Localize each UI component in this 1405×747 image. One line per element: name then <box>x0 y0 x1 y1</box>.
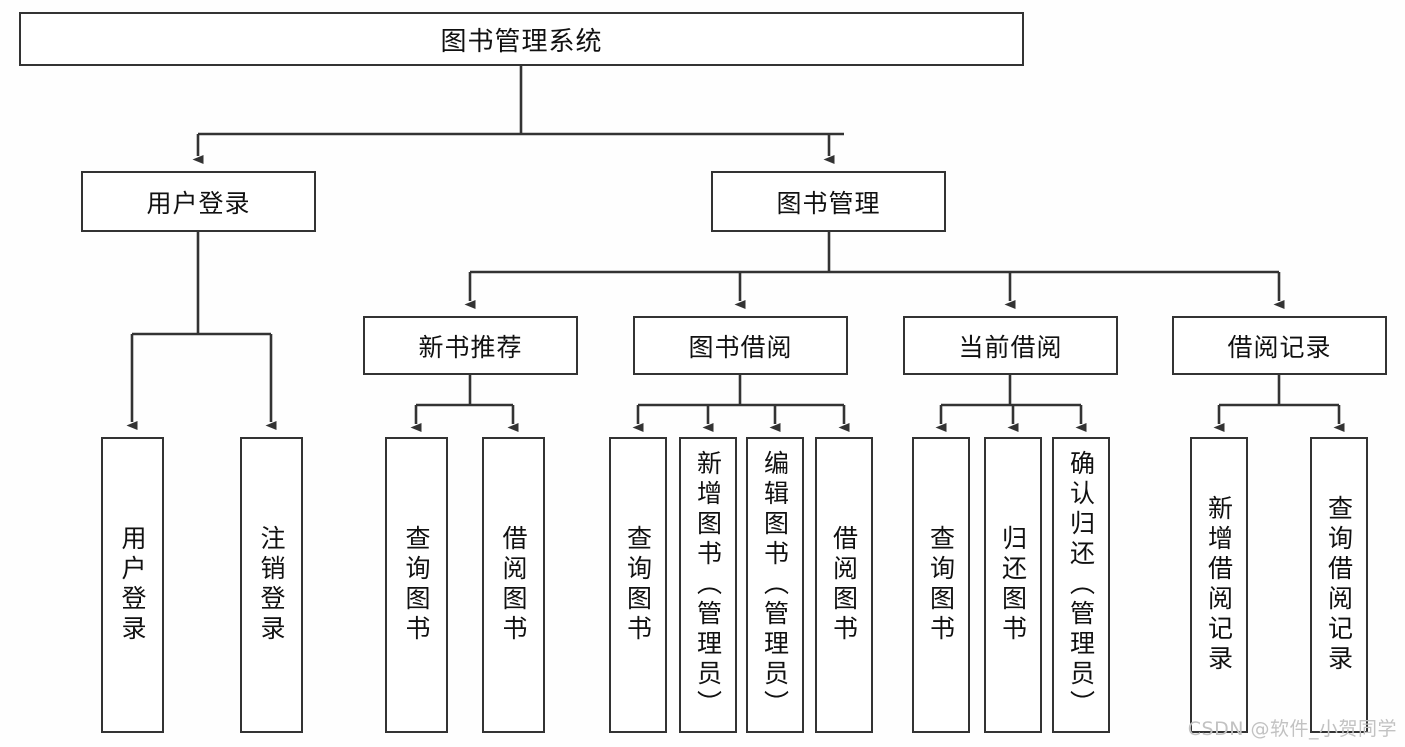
leaf-new-book-borrow-label: 借阅图书 <box>499 525 528 645</box>
leaf-record-add-label: 新增借阅记录 <box>1204 495 1234 675</box>
leaf-borrow-edit-book[interactable]: 编辑图书（管理员） <box>746 437 804 733</box>
leaf-current-confirm-return[interactable]: 确认归还（管理员） <box>1052 437 1110 733</box>
node-borrow-record[interactable]: 借阅记录 <box>1172 316 1387 375</box>
node-current-borrow-label: 当前借阅 <box>958 332 1063 362</box>
leaf-borrow-edit-book-label: 编辑图书（管理员） <box>760 450 790 720</box>
node-root-label: 图书管理系统 <box>440 26 603 57</box>
leaf-record-query[interactable]: 查询借阅记录 <box>1310 437 1368 733</box>
node-borrow-record-label: 借阅记录 <box>1227 332 1332 362</box>
leaf-current-return-book-label: 归还图书 <box>998 525 1028 645</box>
leaf-current-query-book-label: 查询图书 <box>926 525 956 645</box>
node-book-management[interactable]: 图书管理 <box>711 171 946 232</box>
leaf-new-book-query[interactable]: 查询图书 <box>385 437 448 733</box>
leaf-current-confirm-return-label: 确认归还（管理员） <box>1066 450 1096 720</box>
leaf-record-query-label: 查询借阅记录 <box>1324 495 1354 675</box>
leaf-borrow-query-book[interactable]: 查询图书 <box>609 437 667 733</box>
leaf-borrow-borrow-book-label: 借阅图书 <box>829 525 859 645</box>
leaf-user-login-label: 用户登录 <box>118 525 147 645</box>
leaf-borrow-query-book-label: 查询图书 <box>623 525 653 645</box>
node-user-login[interactable]: 用户登录 <box>81 171 316 232</box>
node-new-book-recommend-label: 新书推荐 <box>418 332 523 362</box>
watermark-text: CSDN @软件_小贺同学 <box>1187 718 1397 740</box>
node-new-book-recommend[interactable]: 新书推荐 <box>363 316 578 375</box>
leaf-borrow-borrow-book[interactable]: 借阅图书 <box>815 437 873 733</box>
node-book-borrow-label: 图书借阅 <box>688 332 793 362</box>
leaf-user-logout[interactable]: 注销登录 <box>240 437 303 733</box>
node-current-borrow[interactable]: 当前借阅 <box>903 316 1118 375</box>
leaf-current-query-book[interactable]: 查询图书 <box>912 437 970 733</box>
node-user-login-label: 用户登录 <box>146 188 251 218</box>
node-root[interactable]: 图书管理系统 <box>19 12 1024 66</box>
leaf-current-return-book[interactable]: 归还图书 <box>984 437 1042 733</box>
leaf-record-add[interactable]: 新增借阅记录 <box>1190 437 1248 733</box>
leaf-borrow-add-book-label: 新增图书（管理员） <box>693 450 723 720</box>
leaf-new-book-borrow[interactable]: 借阅图书 <box>482 437 545 733</box>
leaf-user-login[interactable]: 用户登录 <box>101 437 164 733</box>
leaf-user-logout-label: 注销登录 <box>257 525 286 645</box>
node-book-borrow[interactable]: 图书借阅 <box>633 316 848 375</box>
leaf-borrow-add-book[interactable]: 新增图书（管理员） <box>679 437 737 733</box>
node-book-management-label: 图书管理 <box>776 188 881 218</box>
leaf-new-book-query-label: 查询图书 <box>402 525 431 645</box>
